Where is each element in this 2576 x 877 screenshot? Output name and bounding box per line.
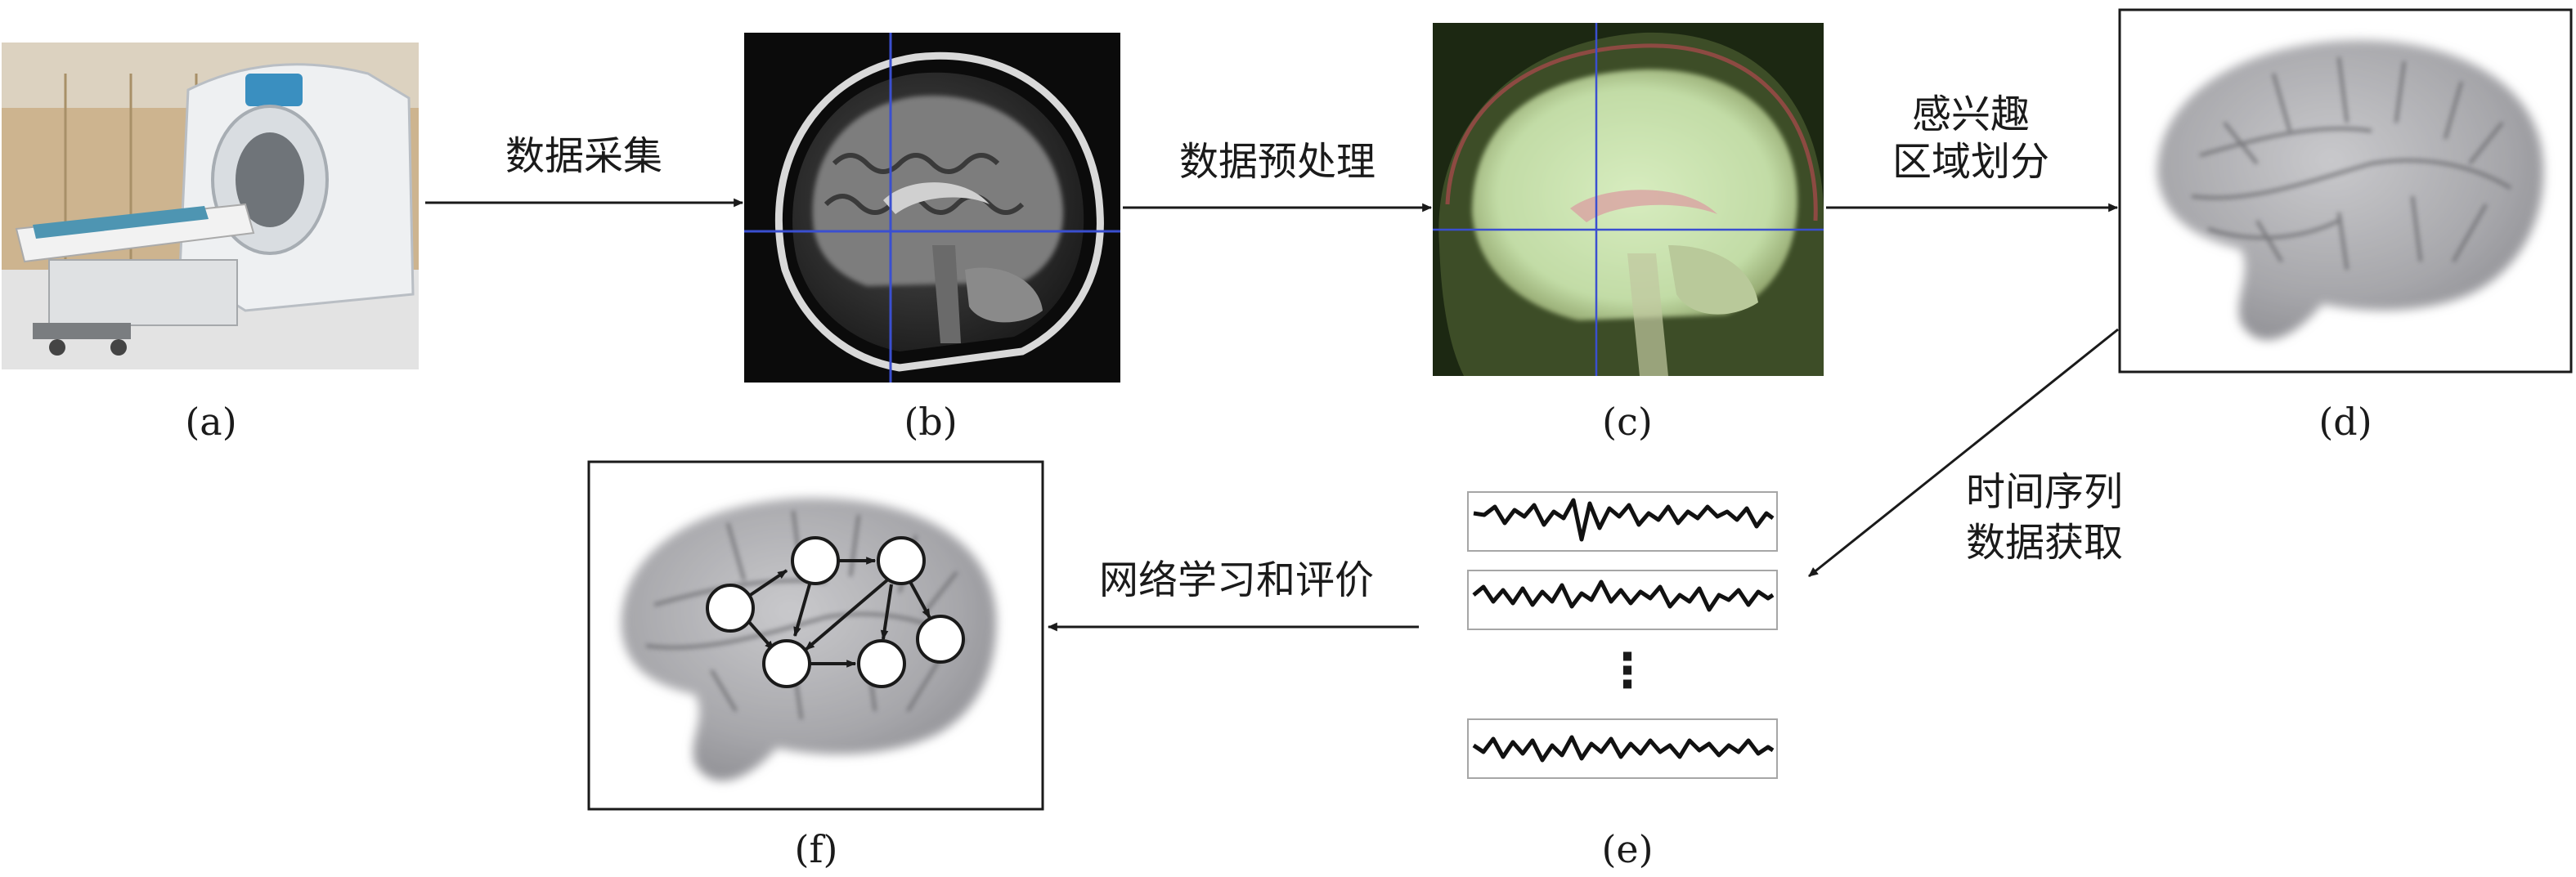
registered-mri-overlay [1433,23,1824,376]
network-node [791,536,840,585]
network-edge [908,579,931,620]
label-roi-line2: 区域划分 [1892,139,2049,185]
time-series-2 [1467,570,1778,630]
caption-e: (e) [1601,827,1653,871]
network-node [916,615,965,664]
time-series-1 [1467,491,1778,552]
caption-b: (b) [904,400,957,444]
network-edge [804,577,891,651]
brain-network-panel [587,460,1044,811]
label-preprocessing: 数据预处理 [1179,139,1376,185]
parcellated-brain-panel [2118,8,2573,374]
label-data-collection: 数据采集 [505,133,662,179]
network-node [857,639,906,688]
time-series-n [1467,718,1778,779]
caption-d: (d) [2318,400,2372,444]
label-timeseries-line1: 时间序列 [1966,469,2123,515]
network-node [877,536,926,585]
label-network-learning: 网络学习和评价 [1099,557,1374,603]
network-edge [745,569,788,599]
arrow-d-to-e [1808,328,2119,578]
flow-arrows [425,198,2119,632]
caption-a: (a) [185,400,236,444]
network-nodes [706,536,965,688]
mri-scanner-photo [2,43,419,369]
caption-f: (f) [795,827,838,871]
time-series-panel: ⋮ [1467,491,1778,779]
label-timeseries-line2: 数据获取 [1966,520,2123,566]
sagittal-mri-image [744,33,1120,383]
network-node [706,584,755,633]
network-edge [793,584,811,638]
caption-c: (c) [1602,400,1653,444]
series-ellipsis: ⋮ [1604,642,1651,698]
network-edge [880,584,893,641]
network-node [762,639,811,688]
label-roi-line1: 感兴趣 [1912,92,2030,137]
